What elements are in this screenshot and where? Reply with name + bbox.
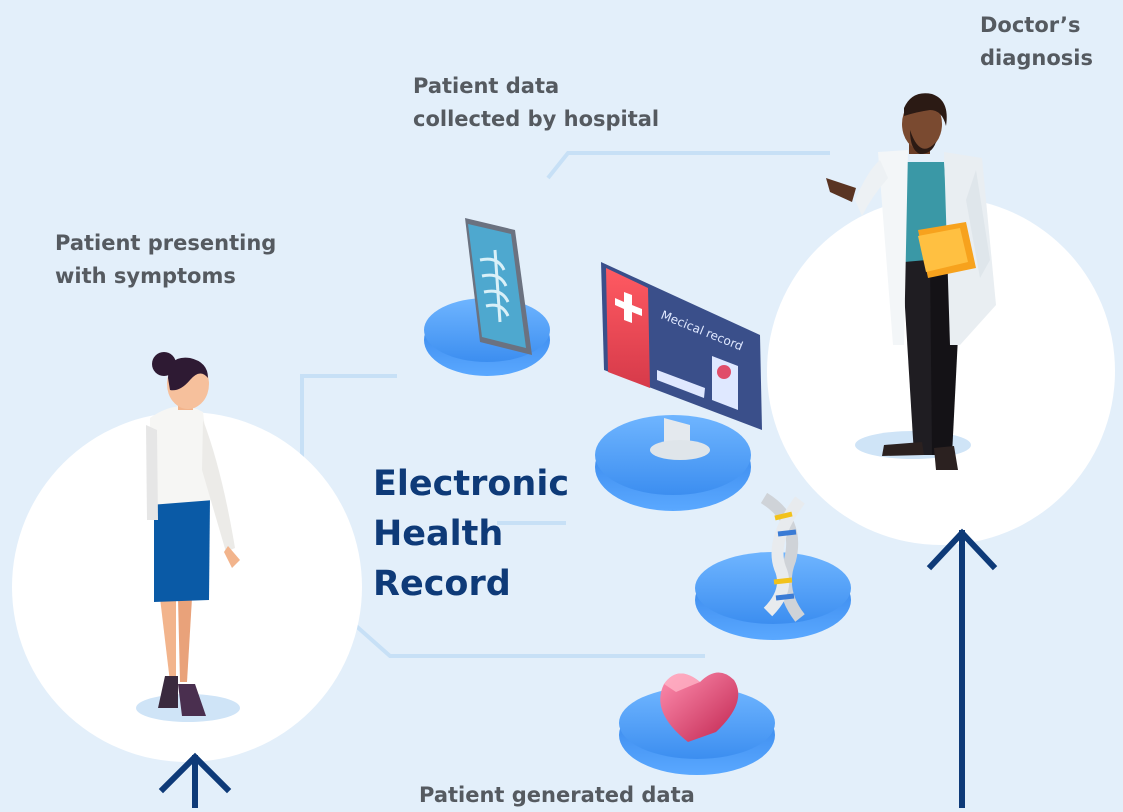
hospital-label-line1: Patient data bbox=[413, 74, 560, 98]
doctor-figure bbox=[826, 93, 996, 470]
patient-label-line2: with symptoms bbox=[55, 264, 236, 288]
doctor-arrow-head bbox=[926, 528, 998, 571]
doctor-label: Doctor’s diagnosis bbox=[980, 9, 1093, 75]
patient-label: Patient presenting with symptoms bbox=[55, 227, 276, 293]
patient-arrow-head bbox=[158, 752, 232, 794]
heart-platform bbox=[619, 672, 775, 775]
patient-figure bbox=[136, 352, 240, 722]
dna-platform bbox=[695, 492, 851, 640]
ehr-title: Electronic Health Record bbox=[373, 459, 569, 609]
tablet-platform bbox=[424, 218, 550, 376]
up-arrows bbox=[158, 528, 998, 808]
connector-to-hospital bbox=[546, 151, 830, 180]
hospital-label-line2: collected by hospital bbox=[413, 107, 660, 131]
doctor-label-line2: diagnosis bbox=[980, 46, 1094, 70]
patient-label-line1: Patient presenting bbox=[55, 231, 277, 255]
ehr-title-line3: Record bbox=[373, 564, 511, 604]
ehr-title-line1: Electronic bbox=[373, 464, 570, 504]
doctor-label-line1: Doctor’s bbox=[980, 13, 1081, 37]
monitor-platform: Mecical record bbox=[595, 262, 762, 511]
generated-label: Patient generated data bbox=[419, 783, 695, 807]
hospital-label: Patient data collected by hospital bbox=[413, 70, 659, 136]
ehr-title-line2: Health bbox=[373, 514, 504, 554]
